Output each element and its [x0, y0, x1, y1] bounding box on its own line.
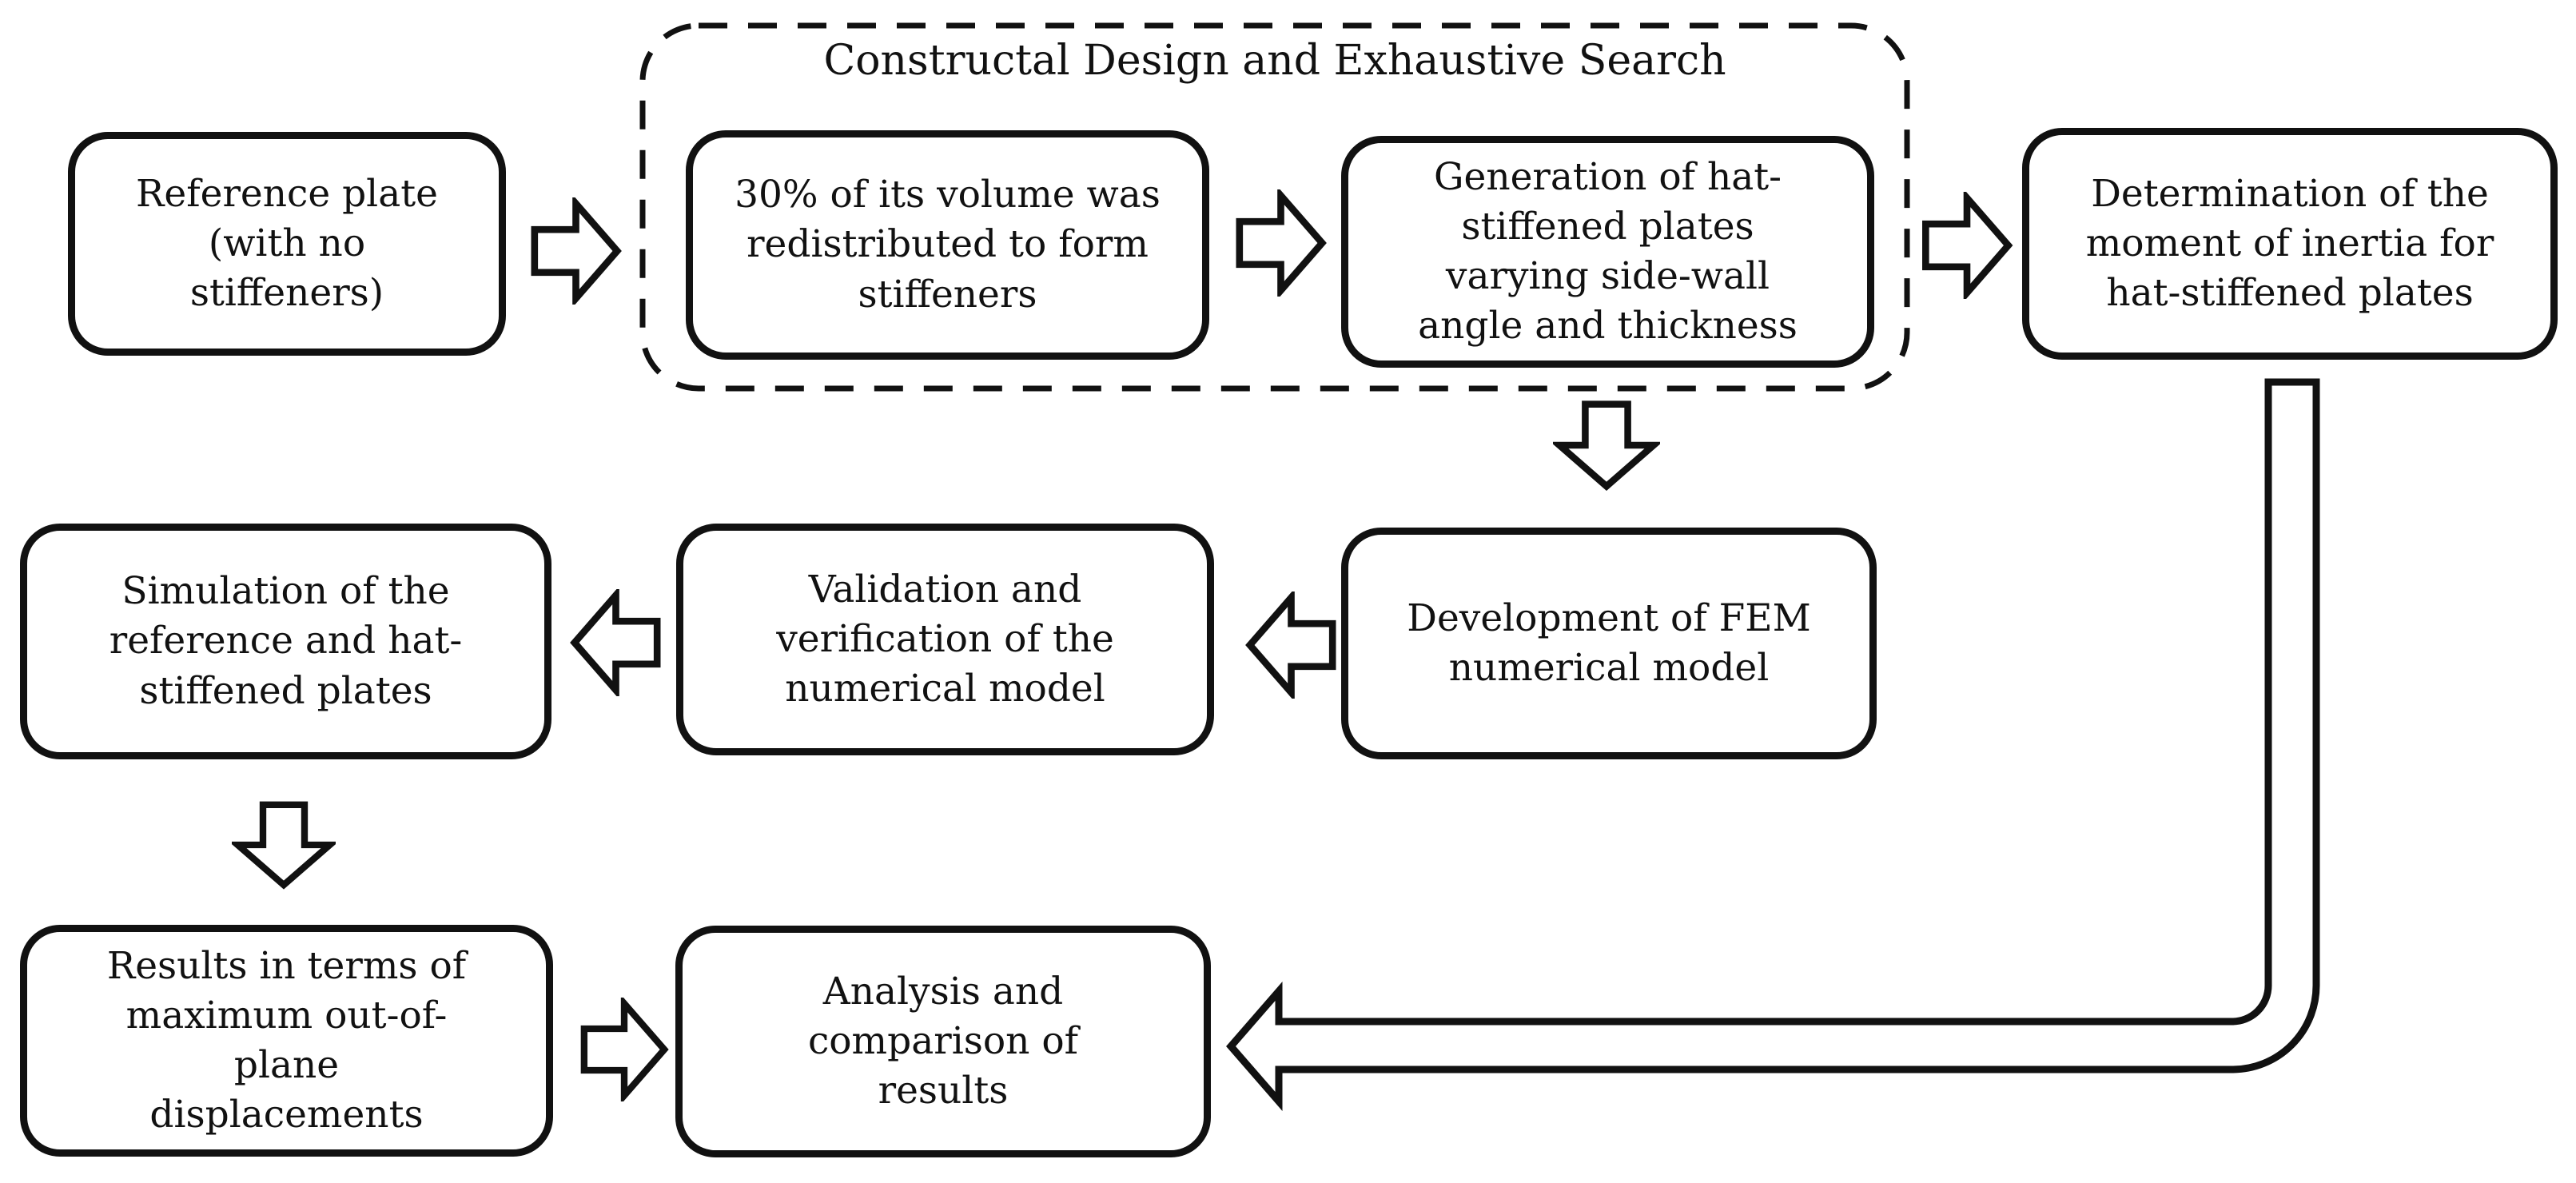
node-validation-verification: Validation and verification of the numer… — [676, 524, 1214, 755]
node-simulation: Simulation of the reference and hat-stif… — [20, 524, 551, 759]
arrow-right-generation-to-inertia-icon — [1922, 192, 2013, 299]
arrow-left-validation-to-simulation-icon — [570, 589, 661, 696]
constructal-group-title: Constructal Design and Exhaustive Search — [823, 37, 1726, 85]
node-generation-hat-stiffened-label: Generation of hat-stiffened plates varyi… — [1418, 154, 1798, 349]
arrow-down-generation-to-fem-icon — [1553, 400, 1660, 491]
constructal-group-dashed-border — [639, 22, 1910, 392]
node-moment-of-inertia: Determination of the moment of inertia f… — [2022, 128, 2558, 360]
node-reference-plate: Reference plate (with no stiffeners) — [68, 132, 506, 356]
arrow-right-redistribute-to-generation-icon — [1236, 189, 1327, 297]
node-volume-redistributed-label: 30% of its volume was redistributed to f… — [735, 173, 1161, 317]
node-simulation-label: Simulation of the reference and hat-stif… — [109, 569, 463, 713]
arrow-right-reference-to-redistribute-icon — [531, 197, 622, 305]
elbow-connector-inertia-to-analysis — [1226, 378, 2320, 1112]
node-moment-of-inertia-label: Determination of the moment of inertia f… — [2085, 171, 2494, 316]
node-fem-model-label: Development of FEM numerical model — [1407, 595, 1811, 690]
node-fem-model: Development of FEM numerical model — [1341, 528, 1877, 759]
node-volume-redistributed: 30% of its volume was redistributed to f… — [686, 130, 1209, 360]
arrow-right-results-to-analysis-icon — [580, 998, 669, 1101]
node-results-displacements-label: Results in terms of maximum out-of-plane… — [106, 943, 467, 1137]
node-analysis-comparison: Analysis and comparison of results — [675, 926, 1211, 1157]
node-results-displacements: Results in terms of maximum out-of-plane… — [20, 925, 553, 1157]
node-analysis-comparison-label: Analysis and comparison of results — [807, 969, 1079, 1113]
arrow-left-fem-to-validation-icon — [1245, 592, 1336, 699]
node-generation-hat-stiffened: Generation of hat-stiffened plates varyi… — [1341, 136, 1874, 368]
node-reference-plate-label: Reference plate (with no stiffeners) — [136, 171, 438, 316]
arrow-down-simulation-to-results-icon — [232, 801, 336, 890]
node-validation-verification-label: Validation and verification of the numer… — [776, 567, 1114, 711]
